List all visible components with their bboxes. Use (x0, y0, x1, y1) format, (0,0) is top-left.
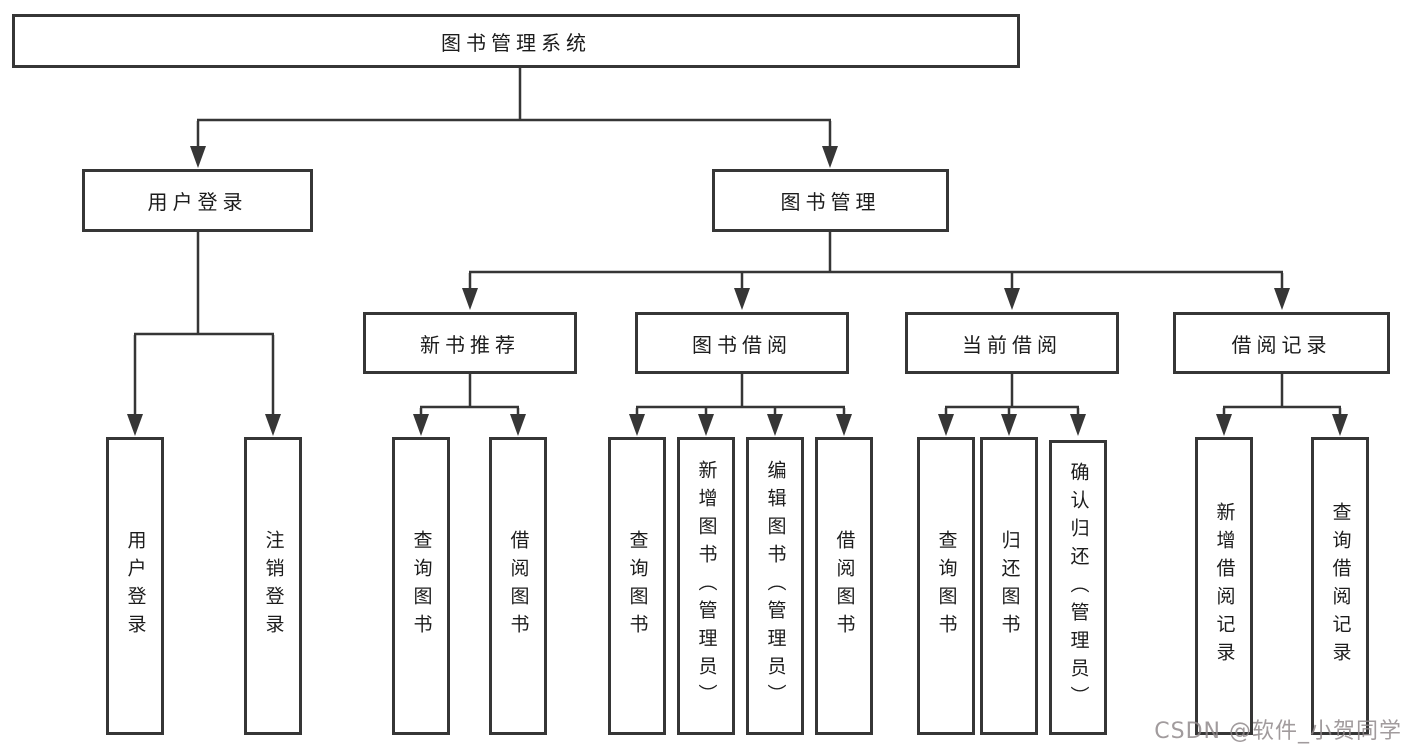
node-book-management: 图书管理 (712, 169, 949, 232)
node-library-management-system: 图书管理系统 (12, 14, 1020, 68)
node-br-add-record: 新增借阅记录 (1195, 437, 1253, 735)
node-nb-borrow-books: 借阅图书 (489, 437, 547, 735)
node-current-borrowing: 当前借阅 (905, 312, 1119, 374)
node-user-login: 用户登录 (82, 169, 313, 232)
node-cb-query-books: 查询图书 (917, 437, 975, 735)
node-new-book-recommendation: 新书推荐 (363, 312, 577, 374)
node-book-borrowing: 图书借阅 (635, 312, 849, 374)
node-user-login-leaf: 用户登录 (106, 437, 164, 735)
watermark: CSDN @软件_小贺同学 (1154, 719, 1402, 744)
node-nb-query-books: 查询图书 (392, 437, 450, 735)
node-cb-confirm-return-admin: 确认归还（管理员） (1049, 440, 1107, 735)
node-bb-add-books-admin: 新增图书（管理员） (677, 437, 735, 735)
node-bb-query-books: 查询图书 (608, 437, 666, 735)
node-logout-leaf: 注销登录 (244, 437, 302, 735)
node-cb-return-books: 归还图书 (980, 437, 1038, 735)
node-bb-borrow-books: 借阅图书 (815, 437, 873, 735)
node-bb-edit-books-admin: 编辑图书（管理员） (746, 437, 804, 735)
node-borrowing-records: 借阅记录 (1173, 312, 1390, 374)
node-br-query-record: 查询借阅记录 (1311, 437, 1369, 735)
